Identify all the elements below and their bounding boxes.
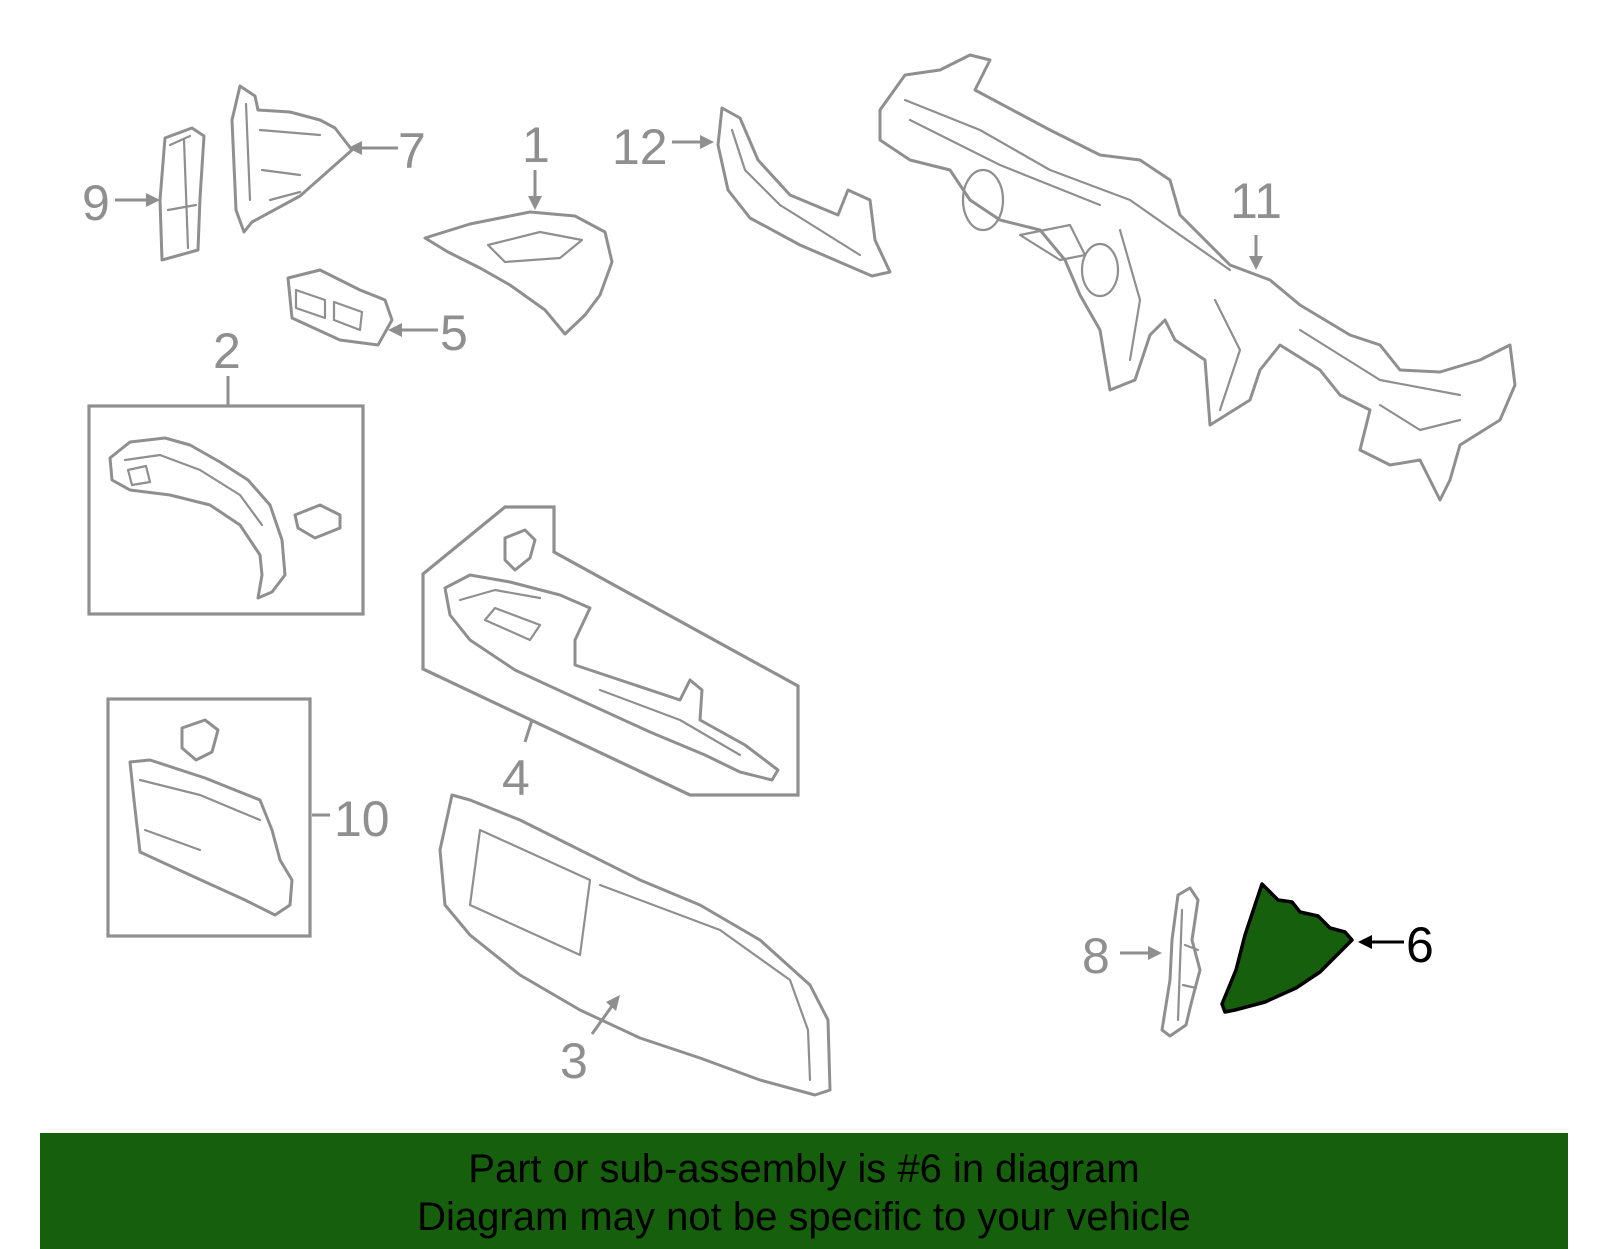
arrow-8	[1148, 946, 1162, 960]
part-6-highlighted[interactable]	[1220, 882, 1354, 1014]
arrow-7	[348, 141, 362, 155]
info-banner: Part or sub-assembly is #6 in diagram Di…	[40, 1133, 1568, 1249]
arrow-6	[1358, 935, 1372, 949]
callout-10: 10	[334, 791, 390, 847]
callout-6: 6	[1406, 917, 1434, 973]
arrow-5	[388, 323, 402, 337]
part-1[interactable]	[423, 210, 614, 336]
callout-9: 9	[82, 175, 110, 231]
callout-1: 1	[522, 117, 550, 173]
part-10[interactable]	[128, 718, 294, 917]
arrow-11	[1249, 256, 1263, 270]
leader-4	[523, 719, 534, 743]
part-12[interactable]	[716, 106, 892, 278]
arrow-12	[700, 135, 714, 149]
arrow-9	[146, 193, 160, 207]
callout-12: 12	[612, 119, 668, 175]
part-4[interactable]	[443, 528, 780, 782]
callout-8: 8	[1082, 928, 1110, 984]
part-8[interactable]	[1160, 886, 1202, 1038]
part-9[interactable]	[158, 126, 206, 262]
callout-11: 11	[1230, 173, 1282, 229]
banner-line-1: Part or sub-assembly is #6 in diagram	[468, 1147, 1140, 1191]
part-5[interactable]	[286, 268, 394, 347]
part-3[interactable]	[438, 793, 832, 1097]
arrow-1	[528, 196, 542, 210]
banner-line-2: Diagram may not be specific to your vehi…	[417, 1195, 1191, 1239]
part-11[interactable]	[878, 53, 1517, 502]
part-2[interactable]	[108, 436, 342, 600]
leader-3	[590, 1005, 614, 1035]
callout-4: 4	[502, 750, 530, 806]
callout-3: 3	[560, 1033, 588, 1089]
callout-7: 7	[398, 123, 426, 179]
arrow-3	[606, 995, 620, 1011]
part-7[interactable]	[230, 84, 354, 234]
callout-5: 5	[440, 305, 468, 361]
callout-2: 2	[213, 323, 241, 379]
